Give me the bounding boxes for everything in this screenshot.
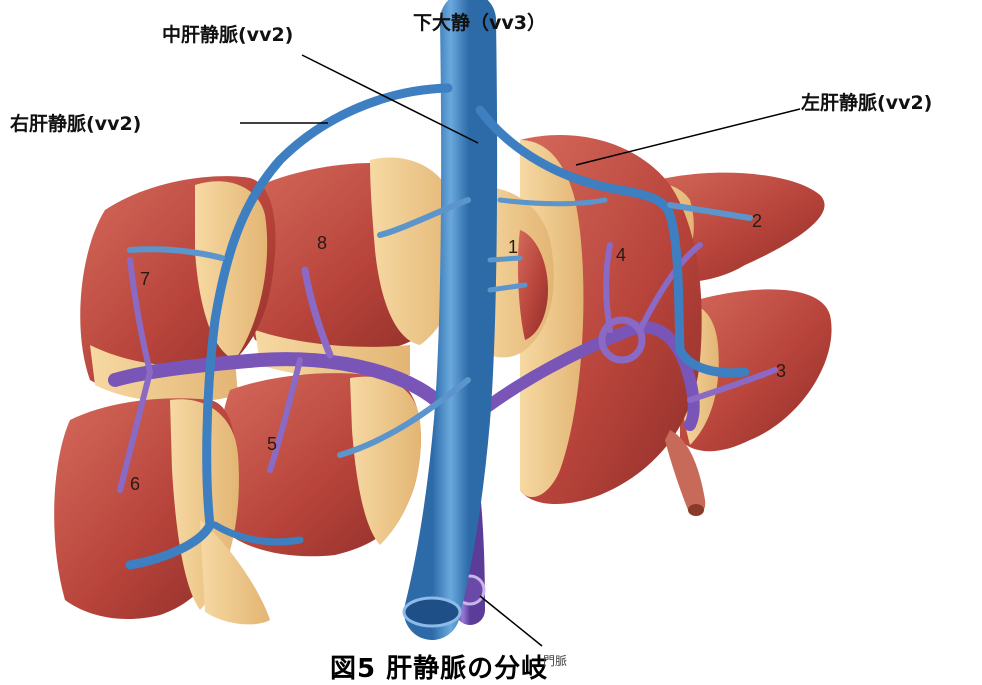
label-right-hepatic-vein: 右肝静脈(vv2) — [10, 109, 141, 136]
segment-label-5: 5 — [267, 434, 277, 454]
leader-line-left-hepatic — [576, 109, 800, 165]
segment-label-7: 7 — [140, 269, 150, 289]
portal-vein-label: 門脈 — [543, 652, 567, 669]
segment-label-4: 4 — [616, 245, 626, 265]
segment-label-6: 6 — [130, 474, 140, 494]
leader-line-portal-vein — [480, 596, 542, 646]
segment-label-2: 2 — [752, 211, 762, 231]
label-middle-hepatic-vein: 中肝静脈(vv2) — [162, 20, 293, 47]
label-inferior-vena-cava: 下大静（vv3） — [413, 8, 546, 35]
segment-label-8: 8 — [317, 233, 327, 253]
figure-caption: 図5 肝静脈の分岐 — [330, 648, 548, 685]
segment-label-1: 1 — [508, 237, 518, 257]
label-left-hepatic-vein: 左肝静脈(vv2) — [801, 88, 932, 115]
segment-label-3: 3 — [776, 361, 786, 381]
